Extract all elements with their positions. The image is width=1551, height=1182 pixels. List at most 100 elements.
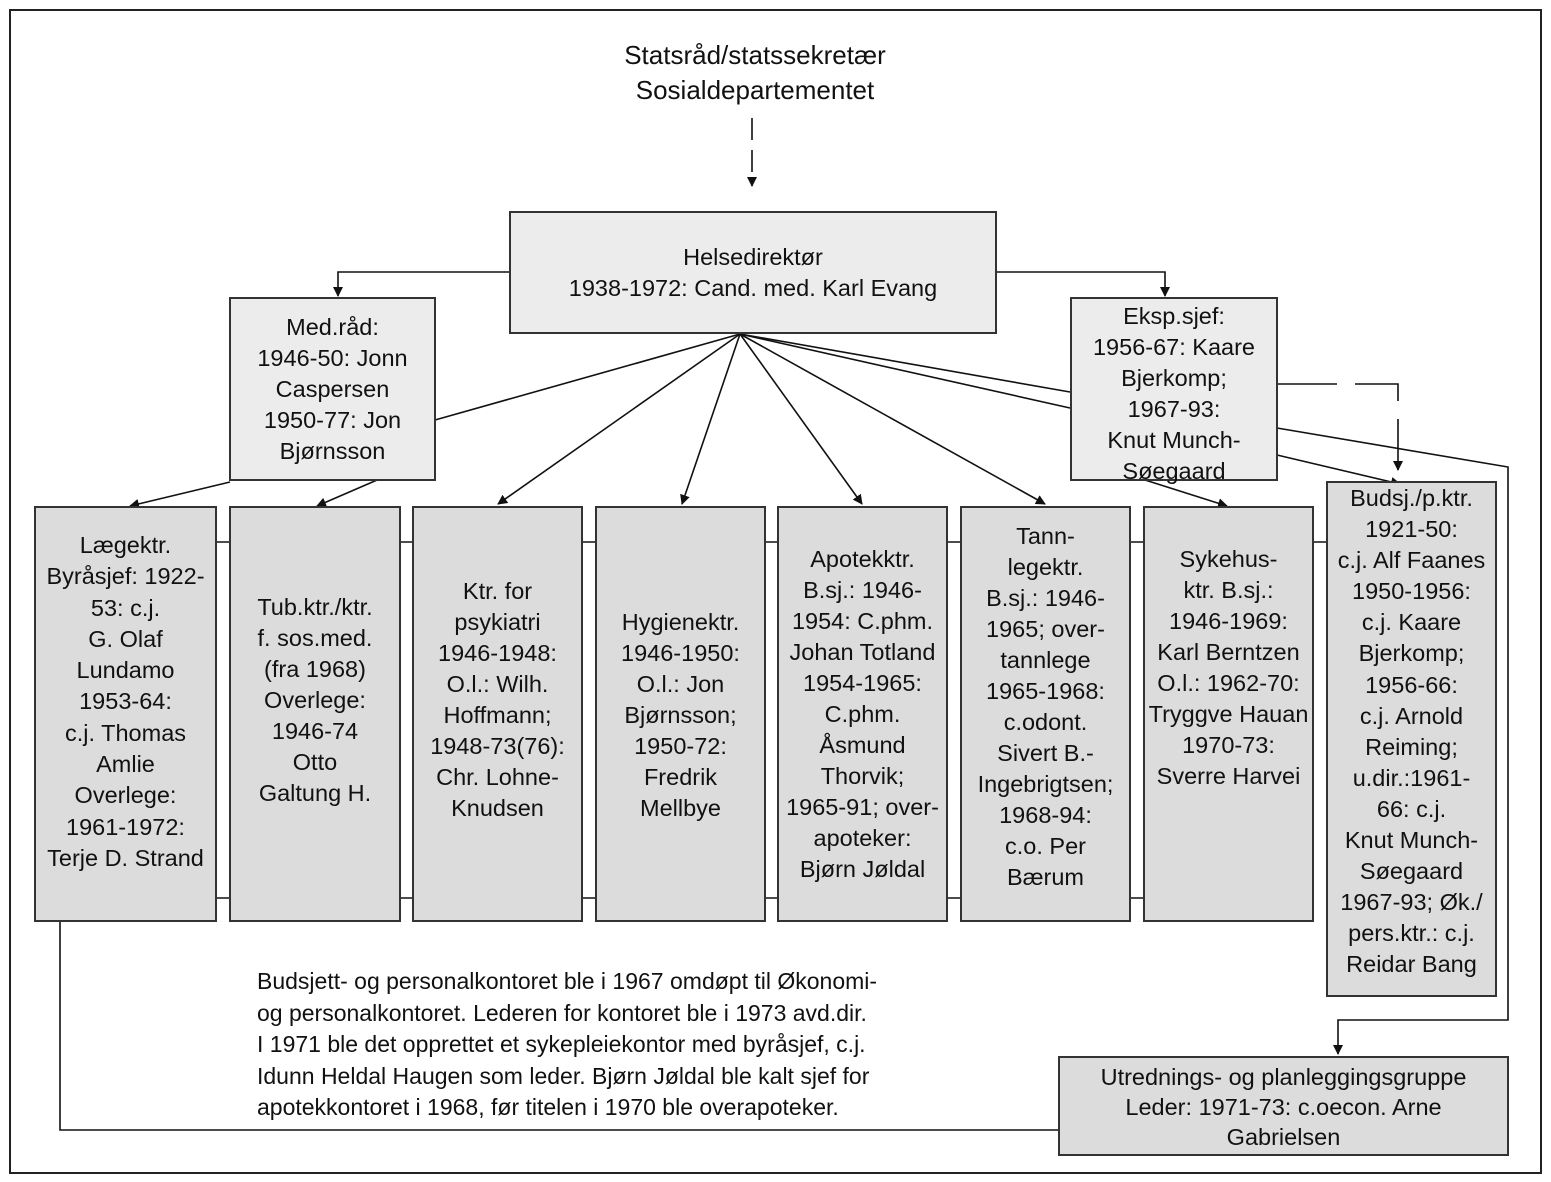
director-to-laege-line (434, 333, 741, 421)
office-box-hygiene: Hygienektr. 1946-1950: O.l.: Jon Bjørnss… (595, 506, 766, 922)
box-line: Overlege: (264, 687, 366, 713)
office-box-tann: Tann- legektr. B.sj.: 1946- 1965; over- … (960, 506, 1131, 922)
box-line: tannlege (1000, 647, 1091, 673)
ekspsjef-box: Eksp.sjef: 1956-67: Kaare Bjerkomp; 1967… (1070, 297, 1278, 484)
box-line: Hoffmann; (443, 702, 552, 728)
box-line: 1946-1950: (621, 640, 740, 666)
note-line: Idunn Heldal Haugen som leder. Bjørn Jøl… (257, 1062, 870, 1089)
note-line: Budsjett- og personalkontoret ble i 1967… (257, 968, 878, 994)
box-line: Åsmund (819, 732, 906, 758)
director-to-hygiene-arrow (680, 333, 741, 505)
note-line: og personalkontoret. Lederen for kontore… (257, 999, 867, 1026)
box-line: Sykehus- (1179, 546, 1278, 572)
box-line: Hygienektr. (621, 609, 740, 635)
box-line: 1954: C.phm. (791, 608, 934, 634)
box-line: 1946-50: Jonn (257, 344, 408, 371)
medrad-box: Med.råd: 1946-50: Jonn Caspersen 1950-77… (229, 297, 436, 481)
box-line: apoteker: (813, 825, 912, 851)
box-line: 1961-1972: (66, 813, 185, 840)
box-line: Reidar Bang (1346, 951, 1477, 978)
box-line: Knudsen (451, 795, 544, 821)
box-line: B.sj.: 1946- (986, 585, 1105, 611)
box-line: u.dir.:1961- (1352, 764, 1471, 791)
box-line: Leder: 1971-73: c.oecon. Arne (1125, 1094, 1442, 1120)
office-box-tub: Tub.ktr./ktr. f. sos.med. (fra 1968) Ove… (229, 506, 401, 922)
box-line: Gabrielsen (1226, 1124, 1341, 1150)
explanatory-note: Budsjett- og personalkontoret ble i 1967… (257, 966, 1017, 1124)
box-line: Ktr. for (462, 578, 533, 604)
box-line: 1953-64: (79, 688, 172, 715)
note-line: apotekkontoret i 1968, før titelen i 197… (257, 1094, 839, 1121)
box-line: Caspersen (275, 375, 390, 402)
box-line: G. Olaf (88, 625, 163, 652)
box-line: Fredrik (643, 764, 718, 790)
box-line: 1921-50: (1365, 516, 1458, 543)
box-line: Lægektr. (79, 532, 172, 558)
box-line: c.j. Alf Faanes (1337, 547, 1486, 574)
to-laege-arrow (129, 481, 231, 509)
box-line: Bjerkomp; (1358, 640, 1465, 667)
box-line: c.o. Per (1005, 833, 1086, 859)
box-line: Tann- (1016, 523, 1075, 549)
box-line: Knut Munch- (1107, 427, 1241, 453)
to-sykehus-arrow (1144, 479, 1228, 509)
box-line: Søegaard (1359, 858, 1464, 885)
box-line: Chr. Lohne- (436, 764, 559, 790)
box-line: Amlie (96, 751, 155, 778)
box-line: Karl Berntzen (1157, 639, 1300, 665)
box-line: Bjørnsson; (624, 702, 737, 728)
box-line: 1965-1968: (986, 678, 1105, 704)
box-line: 1965; over- (986, 616, 1105, 642)
box-line: Tryggve Hauan (1148, 701, 1309, 727)
director-to-apotek-arrow (739, 333, 863, 505)
box-line: B.sj.: 1946- (803, 577, 922, 603)
to-utredning-arrow (1276, 427, 1509, 1055)
box-line: Bjerkomp; (1121, 365, 1227, 391)
box-line: Sivert B.- (997, 740, 1094, 766)
box-line: 1970-73: (1182, 732, 1275, 758)
box-line: Byråsjef: 1922- (46, 563, 205, 590)
box-line: Tub.ktr./ktr. (257, 594, 373, 620)
box-line: Mellbye (640, 795, 721, 821)
box-line: Reiming; (1365, 733, 1458, 760)
box-line: 1968-94: (999, 802, 1092, 828)
helsedirektor-box: Helsedirektør 1938-1972: Cand. med. Karl… (509, 211, 997, 334)
box-line: Apotekktr. (810, 546, 915, 572)
box-line: 1950-72: (634, 733, 727, 759)
box-line: Knut Munch- (1344, 827, 1479, 854)
box-line: O.l.: Wilh. (446, 671, 549, 697)
office-box-psykiatri: Ktr. for psykiatri 1946-1948: O.l.: Wilh… (412, 506, 583, 922)
box-line: 1946-74 (271, 718, 359, 744)
box-line: Overlege: (74, 782, 177, 809)
box-line: psykiatri (454, 609, 541, 635)
box-line: Bærum (1006, 864, 1085, 890)
office-box-apotek: Apotekktr. B.sj.: 1946- 1954: C.phm. Joh… (777, 506, 948, 922)
ministry-title: Statsråd/statssekretær Sosialdepartement… (550, 38, 960, 108)
box-line: 1965-91; over- (786, 794, 939, 820)
box-line: pers.ktr.: c.j. (1348, 920, 1475, 947)
box-line: 1954-1965: (803, 670, 922, 696)
box-line: 1956-66: (1365, 671, 1458, 698)
office-box-sykehus: Sykehus- ktr. B.sj.: 1946-1969: Karl Ber… (1143, 506, 1314, 922)
box-line: (fra 1968) (264, 656, 366, 682)
box-line: Helsedirektør (683, 243, 823, 270)
office-box-laege: Lægektr. Byråsjef: 1922- 53: c.j. G. Ola… (34, 506, 217, 922)
box-line: 1948-73(76): (430, 733, 565, 759)
box-line: 1956-67: Kaare (1092, 334, 1255, 360)
box-line: O.l.: 1962-70: (1157, 670, 1300, 696)
box-line: Galtung H. (258, 780, 372, 806)
box-line: Bjørn Jøldal (799, 856, 926, 882)
box-line: c.j. Arnold (1359, 702, 1464, 729)
box-line: c.j. Kaare (1361, 609, 1462, 636)
director-to-ekspsjef-arrow (996, 271, 1170, 297)
box-line: 1946-1969: (1169, 608, 1288, 634)
director-to-eksp-line-1 (739, 333, 1071, 393)
box-line: legektr. (1007, 554, 1084, 580)
director-to-tann-arrow (739, 333, 1046, 505)
box-line: c.odont. (1003, 709, 1088, 735)
box-line: O.l.: Jon (636, 671, 725, 697)
box-line: Terje D. Strand (47, 844, 204, 871)
director-to-medrad-arrow (333, 271, 510, 297)
to-budsjett-arrow (1276, 454, 1401, 487)
box-line: Utrednings- og planleggingsgruppe (1100, 1064, 1467, 1090)
